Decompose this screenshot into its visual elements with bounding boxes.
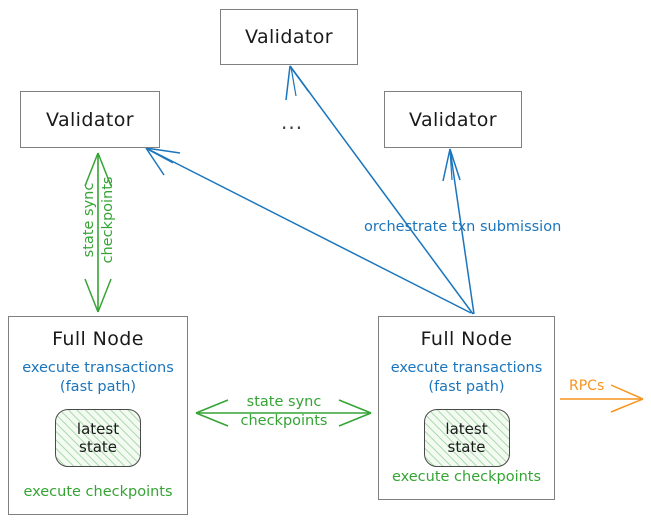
fullnode-right-title: Full Node (420, 328, 513, 350)
edge-label-state-sync-horizontal: state sync checkpoints (223, 393, 345, 430)
fullnode-right-state-line2: state (447, 438, 486, 457)
node-validator-top[interactable]: Validator (220, 9, 358, 65)
validator-right-label: Validator (409, 108, 497, 131)
fullnode-left-execute-line2: (fast path) (59, 379, 137, 396)
fullnode-left-execute-transactions: execute transactions (fast path) (22, 359, 174, 397)
fullnode-right-latest-state-box[interactable]: latest state (423, 409, 510, 468)
edge-rpcs (560, 384, 644, 413)
edge-label-rpcs: RPCs (569, 378, 605, 394)
validators-ellipsis: ... (281, 110, 304, 134)
arrow-to-validator-right (442, 148, 475, 315)
fullnode-left-latest-state-box[interactable]: latest state (55, 409, 141, 468)
node-validator-left[interactable]: Validator (20, 91, 160, 148)
state-sync-vertical-line1: state sync (81, 182, 97, 258)
fullnode-left-execute-checkpoints: execute checkpoints (23, 484, 173, 500)
fullnode-right-execute-checkpoints: execute checkpoints (391, 469, 542, 485)
fullnode-right-execute-transactions: execute transactions (fast path) (391, 359, 543, 397)
state-sync-vertical-line2: checkpoints (99, 176, 116, 264)
fullnode-left-title: Full Node (52, 328, 144, 350)
arrow-to-validator-left (145, 147, 472, 314)
fullnode-left-execute-line1: execute transactions (22, 360, 174, 376)
edge-state-sync-vertical (84, 152, 112, 313)
edge-label-state-sync-vertical: state sync checkpoints (80, 155, 118, 285)
validator-left-label: Validator (46, 108, 134, 131)
node-validator-right[interactable]: Validator (384, 91, 522, 148)
state-sync-horizontal-line1: state sync (246, 394, 322, 410)
validator-top-label: Validator (245, 26, 333, 48)
fullnode-right-state-line1: latest (445, 419, 488, 438)
fullnode-right-execute-line2: (fast path) (428, 379, 505, 396)
fullnode-right-execute-line1: execute transactions (390, 360, 543, 376)
edge-orchestrate-txn-submission (145, 65, 475, 315)
node-fullnode-left[interactable]: Full Node execute transactions (fast pat… (8, 316, 188, 515)
fullnode-left-state-line1: latest (76, 419, 120, 438)
arrow-to-validator-top (285, 65, 474, 315)
node-fullnode-right[interactable]: Full Node execute transactions (fast pat… (378, 316, 555, 500)
edge-state-sync-horizontal (195, 399, 372, 427)
edge-label-orchestrate-txn-submission: orchestrate txn submission (364, 219, 562, 235)
state-sync-horizontal-line2: checkpoints (240, 412, 328, 429)
fullnode-left-state-line2: state (79, 438, 117, 457)
